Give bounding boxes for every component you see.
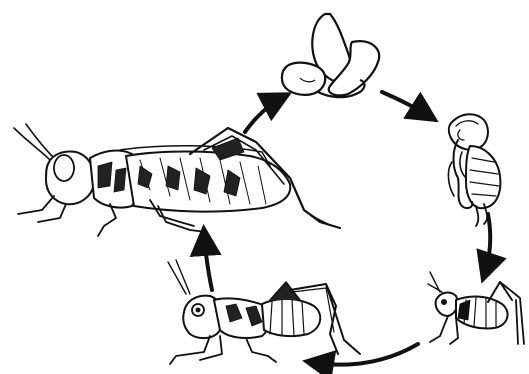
arrow-adult-to-eggs: [245, 96, 285, 132]
older-nymph-illustration: [168, 260, 360, 364]
newly-hatched-nymph-illustration: [448, 114, 500, 226]
eggs-illustration: [282, 14, 379, 97]
arrow-young-to-older: [310, 344, 418, 365]
arrow-eggs-to-nymph: [382, 92, 432, 118]
adult-grasshopper-illustration: [14, 124, 340, 236]
arrow-older-to-adult: [204, 232, 212, 290]
young-nymph-illustration: [428, 272, 524, 344]
